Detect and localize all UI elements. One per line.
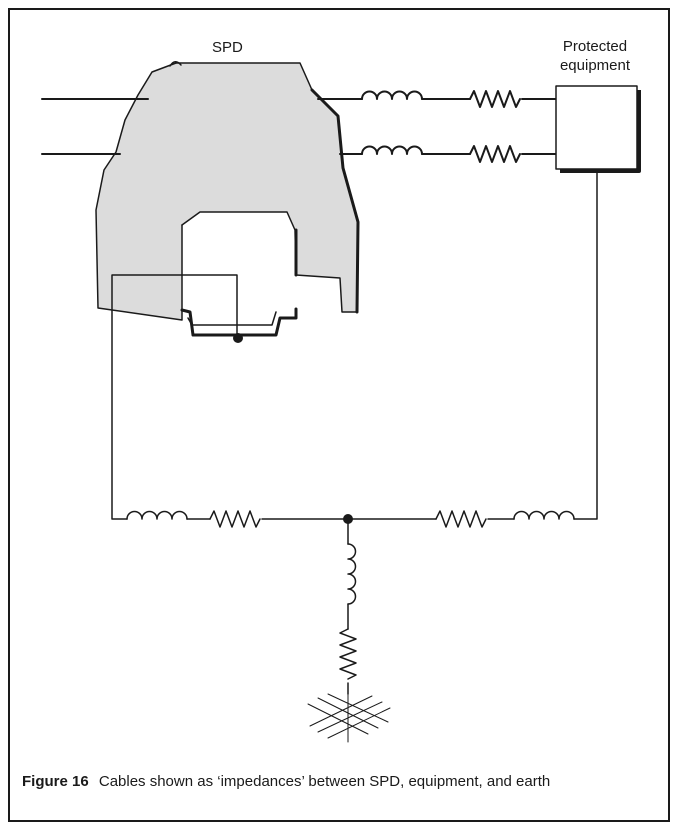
line-conductors — [41, 98, 557, 155]
earth-grid-icon — [307, 693, 391, 743]
line2-resistor — [469, 145, 521, 163]
spd-label: SPD — [212, 39, 243, 56]
line1-inductor — [361, 90, 423, 100]
earth-vertical-resistor — [339, 628, 357, 680]
earth-vertical-inductor — [347, 543, 357, 605]
earth-right-resistor — [435, 510, 487, 528]
caption-text: Cables shown as ‘impedances’ between SPD… — [98, 773, 551, 790]
earth-left-resistor — [209, 510, 261, 528]
earth-left-inductor — [126, 510, 188, 520]
figure-number: Figure 16 — [22, 773, 89, 790]
protected-equipment-label: Protected equipment — [540, 37, 650, 75]
protected-label-line2: equipment — [559, 57, 631, 74]
protected-equipment-box — [555, 85, 641, 173]
earth-right-inductor — [513, 510, 575, 520]
line1-resistor — [469, 90, 521, 108]
earth-node-junction — [343, 514, 353, 524]
protected-label-line1: Protected — [562, 38, 628, 55]
figure-caption: Figure 16 Cables shown as ‘impedances’ b… — [22, 772, 662, 792]
line2-inductor — [361, 145, 423, 155]
spd-earth-junction — [233, 333, 243, 343]
spd-body — [95, 61, 360, 337]
